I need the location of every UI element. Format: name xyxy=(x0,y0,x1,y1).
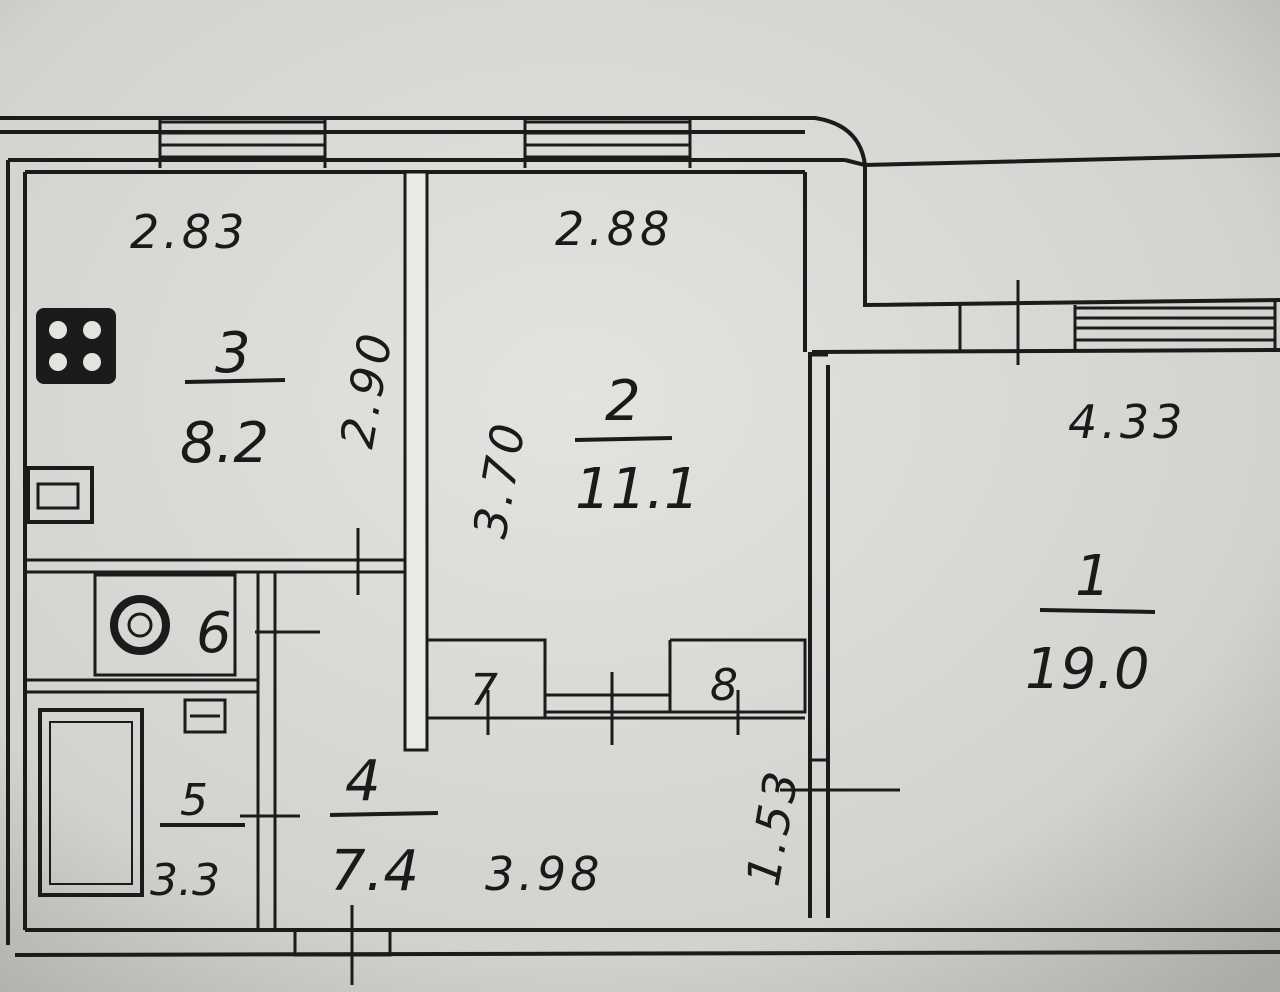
room-5-area: 3.3 xyxy=(150,855,220,906)
room-4-area: 7.4 xyxy=(330,839,419,904)
window-room-2 xyxy=(523,118,692,168)
room-4-fraction-bar xyxy=(329,811,439,817)
room-2-area: 11.1 xyxy=(575,457,700,522)
room-1-fraction-bar xyxy=(1039,608,1156,614)
outer-walls xyxy=(0,116,1280,957)
room-4-length: 3.98 xyxy=(485,847,603,901)
room-1-area: 19.0 xyxy=(1025,637,1150,702)
room-2-number: 2 xyxy=(605,369,641,434)
room-6-number: 6 xyxy=(196,601,232,666)
sink-icon xyxy=(26,466,94,524)
window-room-3 xyxy=(158,118,327,168)
room-3-width: 2.83 xyxy=(130,205,248,259)
interior-walls xyxy=(25,170,900,985)
room-1-width: 4.33 xyxy=(1068,395,1186,449)
room-3-number: 3 xyxy=(215,321,251,386)
washbasin-icon xyxy=(183,698,227,734)
room-2-width: 2.88 xyxy=(555,202,673,256)
window-room-1 xyxy=(958,280,1277,365)
room-3-area: 8.2 xyxy=(180,411,269,476)
room-7-number: 7 xyxy=(470,665,498,716)
room-3-fraction-bar xyxy=(184,378,286,384)
room-5-number: 5 xyxy=(180,775,208,826)
toilet-icon xyxy=(93,573,237,677)
room-4-number: 4 xyxy=(345,749,381,814)
bathtub-icon xyxy=(38,708,144,897)
room-8-number: 8 xyxy=(710,660,738,711)
room-1-number: 1 xyxy=(1075,544,1111,609)
room-2-fraction-bar xyxy=(574,436,673,442)
stove-icon xyxy=(36,308,116,384)
